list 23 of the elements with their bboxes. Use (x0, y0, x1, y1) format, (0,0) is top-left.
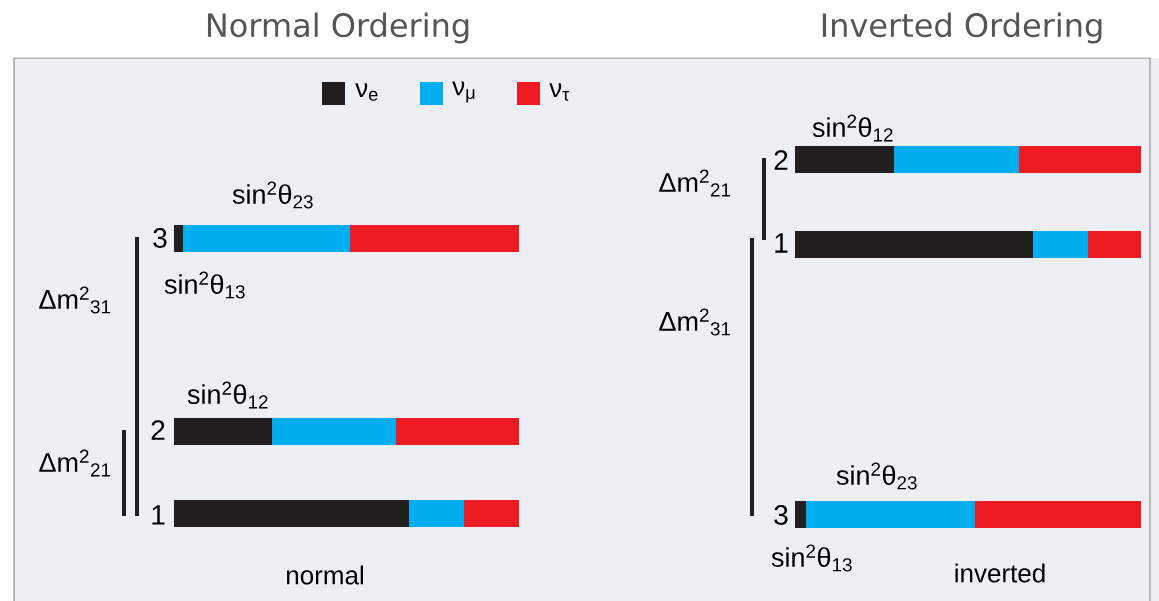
legend-label: ν$_{τ}$ (549, 83, 570, 101)
mass-splitting-label: Δm$^{2}$31 (659, 308, 731, 336)
angle-label: sin$^{2}$θ$_{13}$ (164, 271, 245, 299)
angle-label: sin$^{2}$θ$_{12}$ (812, 114, 893, 142)
mass-splitting-label: Δm$^{2}$31 (39, 286, 111, 314)
mass-splitting-label: Δm$^{2}$21 (659, 169, 731, 197)
panel-caption: inverted (955, 563, 1045, 583)
level-number: 2 (151, 420, 165, 440)
heading: Inverted Ordering (822, 12, 1102, 44)
level-number: 2 (774, 150, 788, 170)
angle-label: sin$^{2}$θ$_{23}$ (232, 181, 313, 209)
angle-label: sin$^{2}$θ$_{23}$ (836, 462, 917, 490)
angle-label: sin$^{2}$θ$_{13}$ (771, 544, 852, 572)
mass-splitting-label: Δm$^{2}$21 (39, 449, 111, 477)
level-number: 1 (152, 505, 165, 525)
angle-label: sin$^{2}$θ$_{12}$ (187, 381, 268, 409)
legend-label: ν$_{μ}$ (452, 81, 475, 103)
level-number: 3 (774, 505, 788, 525)
panel-caption: normal (287, 565, 363, 585)
level-number: 1 (775, 233, 788, 253)
heading: Normal Ordering (207, 12, 469, 44)
level-number: 3 (153, 228, 167, 248)
legend-label: ν$_{e}$ (355, 83, 378, 101)
